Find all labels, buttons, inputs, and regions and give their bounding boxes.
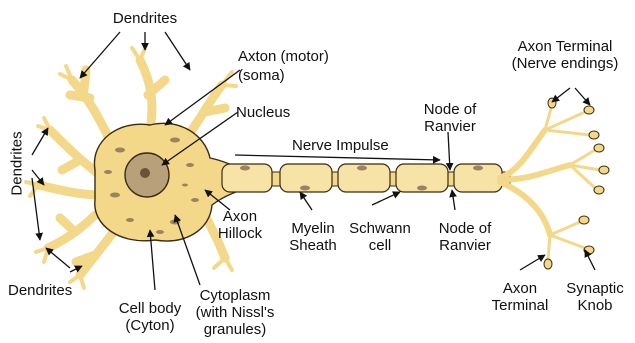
label-dendrites-bottom: Dendrites bbox=[8, 282, 72, 299]
label-myelin-line2: Sheath bbox=[283, 237, 343, 254]
label-node-ranvier-bottom-line2: Ranvier bbox=[425, 237, 505, 254]
label-schwann-cell: Schwann cell bbox=[345, 220, 415, 254]
label-schwann-line2: cell bbox=[345, 237, 415, 254]
label-nucleus: Nucleus bbox=[236, 104, 290, 121]
label-node-ranvier-top-line2: Ranvier bbox=[410, 118, 490, 135]
label-dendrites-top: Dendrites bbox=[95, 10, 195, 27]
label-cytoplasm: Cytoplasm (with Nissl's granules) bbox=[180, 287, 290, 338]
label-node-ranvier-top: Node of Ranvier bbox=[410, 101, 490, 135]
label-schwann-line1: Schwann bbox=[345, 220, 415, 237]
label-node-ranvier-bottom-line1: Node of bbox=[425, 220, 505, 237]
label-axton: Axton (motor) bbox=[238, 48, 329, 65]
label-dendrites-left: Dendrites bbox=[9, 129, 26, 199]
label-cytoplasm-line2: (with Nissl's bbox=[180, 304, 290, 321]
nucleolus bbox=[140, 168, 150, 178]
label-myelin-line1: Myelin bbox=[283, 220, 343, 237]
label-axon-terminal-top: Axon Terminal (Nerve endings) bbox=[505, 38, 625, 72]
label-node-ranvier-top-line1: Node of bbox=[410, 101, 490, 118]
label-axon-hillock: Axon Hillock bbox=[210, 208, 270, 242]
label-cytoplasm-line3: granules) bbox=[180, 321, 290, 338]
label-soma: (soma) bbox=[238, 67, 285, 84]
label-axon-hillock-line2: Hillock bbox=[210, 225, 270, 242]
label-nerve-impulse: Nerve Impulse bbox=[292, 137, 389, 154]
label-axon-terminal-bottom-line2: Terminal bbox=[480, 297, 560, 314]
axon-terminals bbox=[500, 105, 600, 260]
label-axon-terminal-top-line2: (Nerve endings) bbox=[505, 55, 625, 72]
label-myelin-sheath: Myelin Sheath bbox=[283, 220, 343, 254]
label-node-ranvier-bottom: Node of Ranvier bbox=[425, 220, 505, 254]
label-synaptic-line1: Synaptic bbox=[560, 280, 630, 297]
label-synaptic-line2: Knob bbox=[560, 297, 630, 314]
label-cytoplasm-line1: Cytoplasm bbox=[180, 287, 290, 304]
label-axon-hillock-line1: Axon bbox=[210, 208, 270, 225]
label-axon-terminal-bottom-line1: Axon bbox=[480, 280, 560, 297]
label-axon-terminal-top-line1: Axon Terminal bbox=[505, 38, 625, 55]
label-synaptic-knob: Synaptic Knob bbox=[560, 280, 630, 314]
label-axon-terminal-bottom: Axon Terminal bbox=[480, 280, 560, 314]
